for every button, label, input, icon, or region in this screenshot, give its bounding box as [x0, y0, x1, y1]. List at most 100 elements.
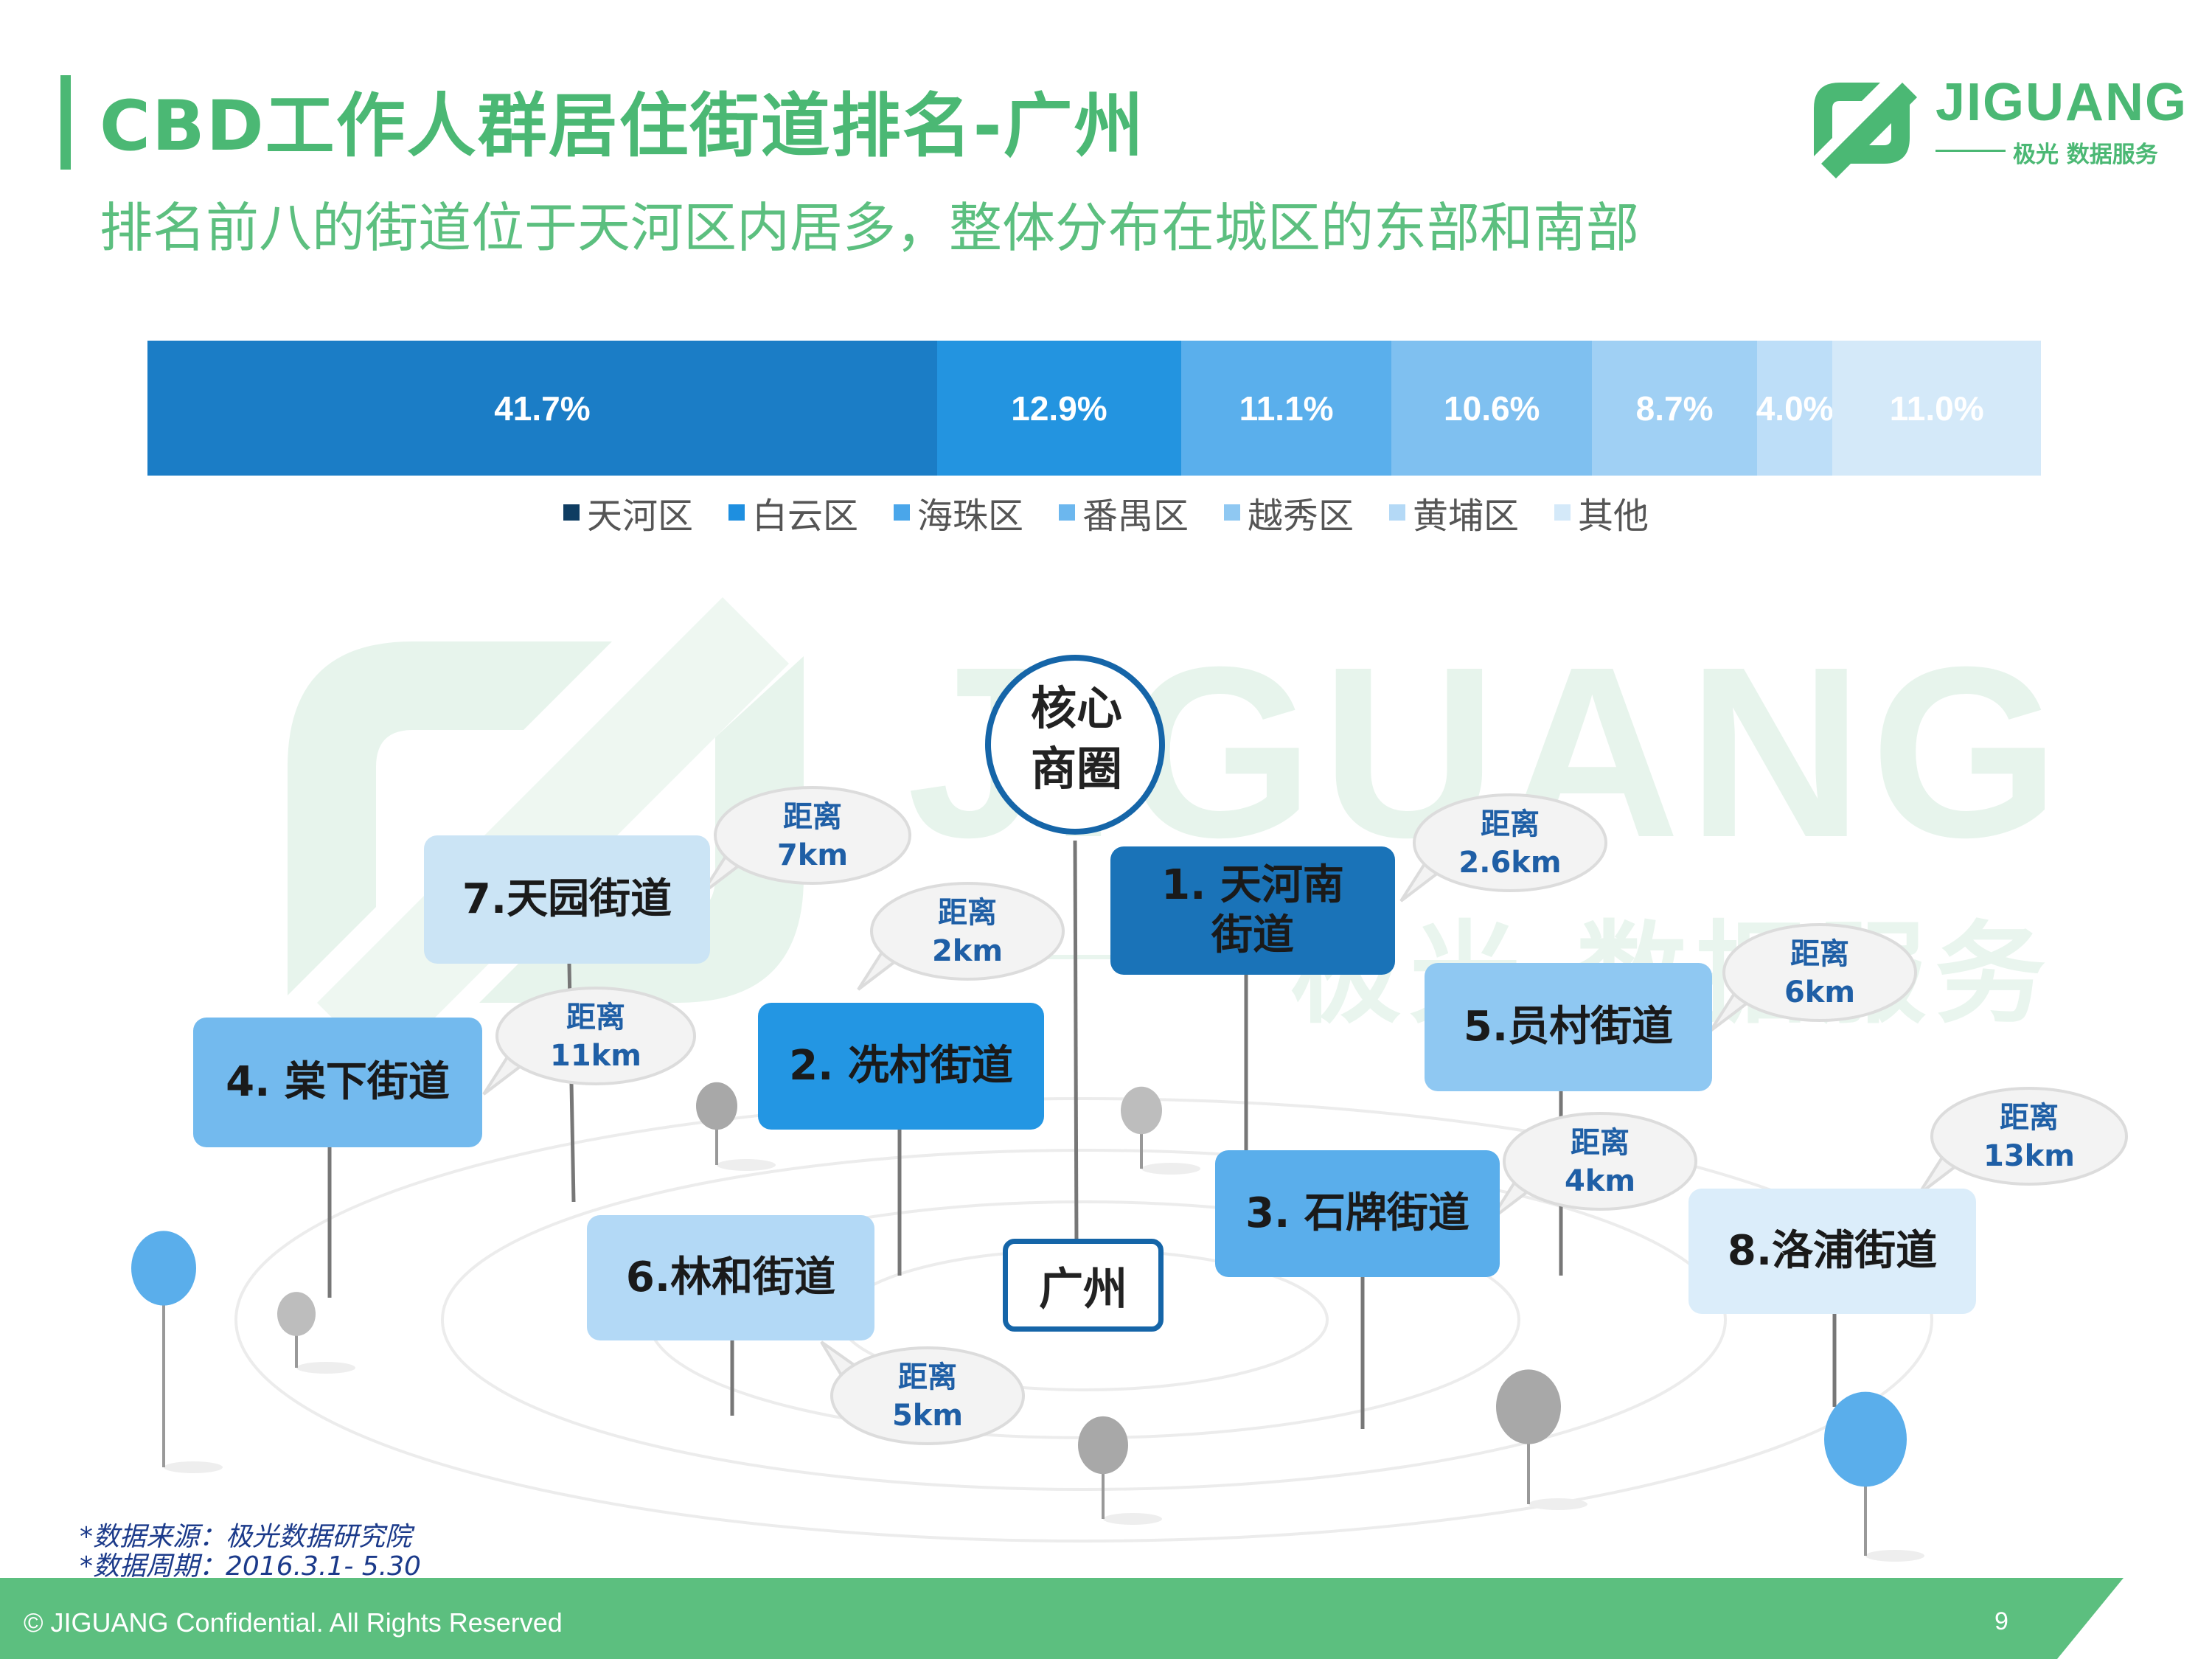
bar-segment-6: 4.0%	[1756, 341, 1834, 476]
bar-segment-2: 12.9%	[936, 341, 1182, 476]
street-name: 3. 石牌街道	[1245, 1189, 1470, 1237]
distance-bubble	[1489, 1112, 1697, 1221]
title-accent-bar	[60, 75, 71, 170]
distance-bubble	[482, 987, 696, 1096]
distance-value: 11km	[550, 1039, 641, 1073]
street-box-6: 6.林和街道	[587, 1215, 874, 1340]
street-box-2: 2. 冼村街道	[758, 1003, 1044, 1130]
distance-caption: 距离	[566, 1001, 625, 1034]
distance-label-2: 距离 2km	[872, 894, 1063, 970]
street-box-7: 7.天园街道	[424, 835, 710, 964]
map-pin	[1496, 1369, 1587, 1510]
legend-item: 海珠区	[893, 487, 1023, 538]
distance-bubble	[1917, 1087, 2128, 1196]
hub-line-2: 商圈	[1030, 742, 1122, 796]
bar-segment-1: 41.7%	[147, 341, 937, 476]
hub-line-1: 核心	[1030, 681, 1122, 735]
distance-label-4: 距离 11km	[497, 998, 695, 1075]
distance-caption: 距离	[783, 800, 842, 834]
footer-band	[0, 1578, 2124, 1659]
logo-subtitle: 极光 数据服务	[2013, 142, 2158, 168]
jiguang-logo-icon	[1814, 83, 1917, 178]
bar-segment-label: 8.7%	[1635, 389, 1714, 428]
legend-label: 其他	[1578, 495, 1649, 537]
street-box-8: 8.洛浦街道	[1688, 1189, 1976, 1314]
map-pin	[1824, 1391, 1924, 1562]
distance-label-8: 距离 13km	[1932, 1099, 2126, 1175]
hub-ring	[985, 655, 1165, 1247]
legend-swatch	[728, 504, 745, 521]
legend-item: 越秀区	[1224, 487, 1354, 538]
legend-label: 黄埔区	[1413, 495, 1520, 537]
page-title: CBD工作人群居住街道排名-广州	[100, 86, 1145, 167]
street-name: 5.员村街道	[1463, 1003, 1674, 1051]
bar-segment-7: 11.0%	[1832, 341, 2041, 476]
legend-label: 番禺区	[1082, 495, 1189, 537]
bar-segment-label: 11.0%	[1889, 389, 1984, 428]
jiguang-logo: JIGUANG 极光 数据服务	[1799, 68, 2186, 178]
legend-item: 白云区	[728, 487, 858, 538]
legend-label: 海珠区	[917, 495, 1023, 537]
bar-segment-4: 10.6%	[1391, 341, 1593, 476]
street-name: 7.天园街道	[462, 875, 672, 923]
distance-caption: 距离	[1571, 1126, 1630, 1160]
street-name: 4. 棠下街道	[226, 1058, 450, 1106]
city-label: 广州	[1003, 1239, 1164, 1332]
legend-swatch	[893, 504, 910, 521]
street-name: 8.洛浦街道	[1727, 1227, 1938, 1275]
distance-value: 13km	[1983, 1139, 2075, 1173]
distance-bubble	[700, 786, 911, 895]
bar-segment-label: 4.0%	[1756, 389, 1834, 428]
distance-value: 7km	[776, 838, 849, 872]
watermark-divider	[929, 955, 1268, 959]
distance-caption: 距离	[2000, 1101, 2059, 1135]
bar-segment-label: 11.1%	[1239, 389, 1334, 428]
map-pins	[131, 1082, 1924, 1562]
map-pin	[277, 1292, 355, 1374]
map-pin	[131, 1231, 223, 1473]
logo-wordmark: JIGUANG	[1935, 73, 2188, 132]
legend-label: 越秀区	[1248, 495, 1354, 537]
distance-caption: 距离	[938, 896, 997, 930]
bar-segment-label: 12.9%	[1011, 389, 1107, 428]
legend-label: 天河区	[586, 495, 693, 537]
distance-label-1: 距离 2.6km	[1414, 805, 1606, 882]
page-subtitle: 排名前八的街道位于天河区内居多，整体分布在城区的东部和南部	[100, 197, 1640, 259]
distance-caption: 距离	[1790, 937, 1849, 971]
distance-bubble	[857, 882, 1065, 991]
distance-bubble	[1709, 923, 1917, 1032]
distance-caption: 距离	[1481, 807, 1540, 841]
bar-segment-label: 10.6%	[1444, 389, 1540, 428]
legend-item: 天河区	[563, 487, 693, 538]
distance-value: 5km	[891, 1399, 964, 1433]
street-box-5: 5.员村街道	[1425, 963, 1712, 1091]
data-source-note: *数据来源：极光数据研究院	[80, 1522, 412, 1552]
footer-copyright: © JIGUANG Confidential. All Rights Reser…	[24, 1607, 563, 1638]
legend-swatch	[1554, 504, 1571, 521]
legend-item: 其他	[1554, 487, 1649, 538]
legend-label: 白云区	[751, 495, 858, 537]
legend-item: 番禺区	[1058, 487, 1189, 538]
distance-bubble	[1399, 793, 1607, 902]
watermark: JIGUANG 极光 数据服务	[243, 582, 2060, 1040]
distance-value: 4km	[1564, 1164, 1636, 1198]
street-box-1: 1. 天河南 街道	[1110, 846, 1395, 975]
distance-bubbles	[482, 786, 2128, 1445]
logo-divider	[1935, 150, 2006, 152]
street-name: 2. 冼村街道	[789, 1042, 1013, 1090]
distance-caption: 距离	[898, 1360, 957, 1394]
distance-value: 2km	[931, 934, 1004, 968]
street-box-3: 3. 石牌街道	[1215, 1150, 1500, 1277]
chart-legend: 天河区 白云区 海珠区 番禺区 越秀区 黄埔区 其他	[0, 487, 2212, 538]
map-pin	[1121, 1086, 1200, 1175]
data-period-note: *数据周期：2016.3.1- 5.30	[80, 1551, 421, 1582]
bar-segment-label: 41.7%	[494, 389, 591, 428]
legend-swatch	[1058, 504, 1075, 521]
legend-swatch	[1224, 504, 1240, 521]
distance-value: 2.6km	[1458, 846, 1562, 880]
distance-label-6: 距离 5km	[832, 1358, 1023, 1435]
legend-item: 黄埔区	[1389, 487, 1519, 538]
map-pin	[696, 1082, 776, 1171]
